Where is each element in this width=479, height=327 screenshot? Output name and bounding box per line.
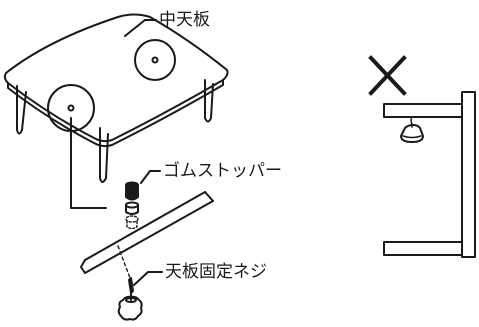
prohibited-example bbox=[368, 55, 476, 258]
shelf-top-board bbox=[383, 103, 463, 118]
prohibited-x-mark bbox=[368, 55, 407, 96]
screw-knob bbox=[117, 295, 143, 321]
top-board-dot bbox=[151, 56, 159, 64]
table-top-edge bbox=[7, 79, 224, 148]
table-illustration bbox=[3, 13, 229, 209]
shelf-bottom-board bbox=[383, 241, 463, 256]
rubber-stopper-illustration bbox=[125, 170, 161, 230]
top-board-leader bbox=[124, 19, 146, 37]
fixing-screw-illustration bbox=[117, 245, 163, 321]
top-board-label: 中天板 bbox=[159, 10, 210, 30]
leg-position-dot bbox=[67, 104, 75, 112]
board-illustration bbox=[80, 191, 214, 274]
top-board-circle bbox=[134, 39, 176, 81]
rubber-stopper-label: ゴムストッパー bbox=[163, 161, 282, 181]
leg-leader bbox=[70, 117, 107, 209]
fixing-screw-label: 天板固定ネジ bbox=[165, 262, 267, 282]
table-legs bbox=[16, 79, 214, 183]
table-top bbox=[3, 13, 229, 143]
hanging-stopper bbox=[400, 124, 424, 143]
shelf-upright bbox=[461, 91, 476, 258]
